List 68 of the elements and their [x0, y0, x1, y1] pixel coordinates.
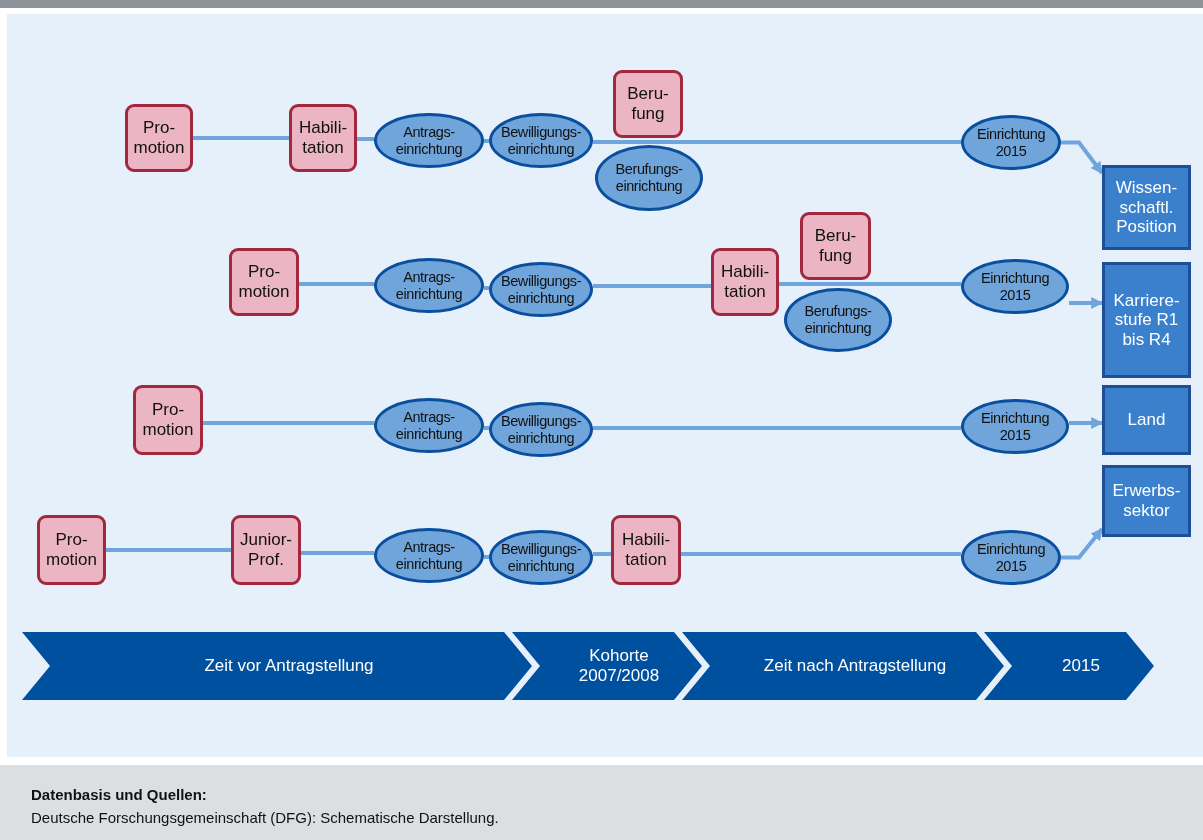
outcome-box: [1102, 385, 1191, 455]
connector-line: [193, 136, 289, 140]
node-label: Einrichtung 2015: [980, 409, 1050, 444]
node-label: Habili- tation: [298, 118, 348, 158]
stage-box: [229, 248, 299, 316]
outcome-box: [1102, 465, 1191, 537]
connector-line: [484, 139, 489, 143]
connector-line: [484, 286, 489, 290]
node-label: Beru- fung: [627, 84, 669, 124]
arrow: [1061, 140, 1104, 175]
node-label: Zeit vor Antragstellung: [204, 656, 374, 676]
node-label: Antrags- einrichtung: [395, 408, 463, 443]
node-label: Einrichtung 2015: [976, 540, 1046, 575]
node-label: Land: [1127, 410, 1166, 430]
outcome-box: [1102, 165, 1191, 250]
connector-line: [593, 140, 961, 144]
node-label: Pro- motion: [238, 262, 290, 302]
source-heading: Datenbasis und Quellen:: [31, 786, 207, 803]
connector-line: [779, 282, 961, 286]
node-label: Berufungs- einrichtung: [615, 161, 683, 195]
node-label: Einrichtung 2015: [980, 269, 1050, 304]
node-label: Antrags- einrichtung: [395, 123, 463, 158]
connector-line: [301, 551, 374, 555]
stage-box: [289, 104, 357, 172]
connector-line: [593, 426, 961, 430]
connector-line: [484, 555, 489, 559]
source-note: Deutsche Forschungsgemeinschaft (DFG): Schematische Darstellung.: [31, 809, 499, 826]
node-label: Pro- motion: [142, 400, 194, 440]
connector-line: [681, 552, 961, 556]
node-label: Berufungs- einrichtung: [804, 303, 872, 337]
stage-box: [125, 104, 193, 172]
node-label: Bewilligungs- einrichtung: [500, 123, 582, 158]
node-label: Pro- motion: [46, 530, 97, 570]
node-label: Bewilligungs- einrichtung: [500, 412, 582, 447]
node-label: Beru- fung: [814, 226, 857, 266]
node-label: Pro- motion: [133, 118, 185, 158]
node-label: Junior- Prof.: [240, 530, 292, 570]
stage-box: [133, 385, 203, 455]
connector-line: [203, 421, 374, 425]
stage-box: [613, 70, 683, 138]
node-label: Bewilligungs- einrichtung: [500, 540, 582, 575]
connector-line: [593, 284, 711, 288]
node-label: Einrichtung 2015: [976, 125, 1046, 160]
arrow: [1069, 297, 1104, 309]
node-label: Karriere- stufe R1 bis R4: [1112, 290, 1181, 350]
node-label: Kohorte 2007/2008: [577, 646, 661, 686]
node-label: Bewilligungs- einrichtung: [500, 272, 582, 307]
connector-line: [593, 552, 611, 556]
connector-line: [357, 137, 374, 141]
node-label: Wissen- schaftl. Position: [1115, 178, 1178, 237]
arrow: [1069, 417, 1104, 429]
node-label: Habili- tation: [720, 262, 770, 302]
connector-line: [299, 282, 374, 286]
node-label: Antrags- einrichtung: [395, 268, 463, 303]
outcome-box: [1102, 262, 1191, 378]
stage-box: [37, 515, 106, 585]
node-label: Erwerbs- sektor: [1112, 481, 1181, 521]
connector-line: [106, 548, 231, 552]
node-label: Antrags- einrichtung: [395, 538, 463, 573]
stage-box: [611, 515, 681, 585]
node-label: 2015: [1062, 656, 1100, 676]
arrow: [1061, 527, 1104, 560]
stage-box: [231, 515, 301, 585]
node-label: Habili- tation: [621, 530, 671, 570]
connector-line: [484, 426, 489, 430]
stage-box: [711, 248, 779, 316]
node-label: Zeit nach Antragstellung: [763, 656, 947, 676]
stage-box: [800, 212, 871, 280]
